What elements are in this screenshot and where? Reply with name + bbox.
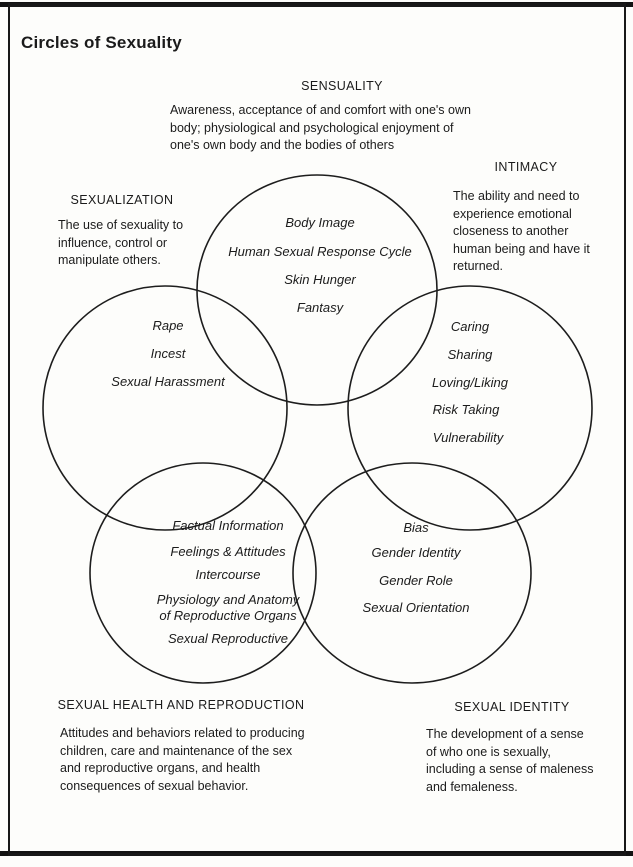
circle-item-sharing: Sharing <box>447 347 493 362</box>
circle-item-gender-role: Gender Role <box>379 573 453 588</box>
circle-item-risk-taking: Risk Taking <box>432 402 500 417</box>
intimacy-heading: INTIMACY <box>494 160 558 174</box>
sensuality-heading: SENSUALITY <box>301 79 383 93</box>
circle-item-sexual-orientation: Sexual Orientation <box>362 600 470 615</box>
circle-item-human-sexual-response-cycle: Human Sexual Response Cycle <box>228 244 412 259</box>
circle-item-gender-identity: Gender Identity <box>371 545 461 560</box>
circle-item-factual-information: Factual Information <box>172 518 284 533</box>
sensuality-description: Awareness, acceptance of and comfort wit… <box>170 103 471 152</box>
circle-item-skin-hunger: Skin Hunger <box>284 272 356 287</box>
circle-sensuality <box>196 174 438 406</box>
sexual-identity-description: The development of a sense of who one is… <box>426 727 594 794</box>
circle-item-feelings-attitudes: Feelings & Attitudes <box>170 544 286 559</box>
circle-item-intercourse: Intercourse <box>195 567 261 582</box>
circle-item-rape: Rape <box>152 318 184 333</box>
page-title: Circles of Sexuality <box>21 33 182 52</box>
sexualization-description: The use of sexuality to influence, contr… <box>58 218 184 267</box>
circle-intimacy <box>347 285 593 531</box>
circle-item-physiology-anatomy: Physiology and Anatomy of Reproductive O… <box>156 592 300 623</box>
circle-sexualization <box>42 285 288 531</box>
sexual-health-heading: SEXUAL HEALTH AND REPRODUCTION <box>57 698 305 712</box>
sexual-identity-heading: SEXUAL IDENTITY <box>454 700 570 714</box>
sexual-health-description: Attitudes and behaviors related to produ… <box>60 726 305 793</box>
circle-item-caring: Caring <box>450 319 490 334</box>
circle-item-vulnerability: Vulnerability <box>432 430 504 445</box>
circle-item-body-image: Body Image <box>285 215 355 230</box>
circle-sexual-identity <box>292 462 532 684</box>
circle-item-sexual-reproductive: Sexual Reproductive <box>168 631 288 646</box>
intimacy-description: The ability and need to experience emoti… <box>453 189 590 273</box>
circle-item-incest: Incest <box>150 346 186 361</box>
circle-sexual-health <box>89 462 317 684</box>
circle-item-fantasy: Fantasy <box>296 300 344 315</box>
circle-item-sexual-harassment: Sexual Harassment <box>111 374 225 389</box>
circle-item-bias: Bias <box>403 520 429 535</box>
circle-item-loving-liking: Loving/Liking <box>432 375 508 390</box>
sexualization-heading: SEXUALIZATION <box>70 193 174 207</box>
